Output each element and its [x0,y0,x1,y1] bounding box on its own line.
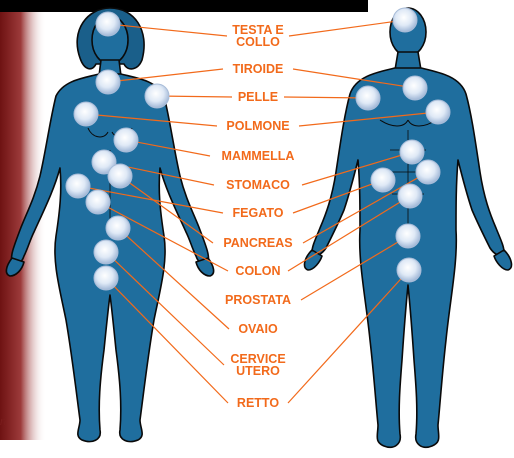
organ-spot-female-8 [66,174,90,198]
label-pelle: PELLE [238,90,278,104]
organ-spot-male-2 [403,76,427,100]
organ-spot-female-5 [114,128,138,152]
organ-spot-male-5 [400,140,424,164]
organ-spot-female-2 [96,70,120,94]
organ-spot-male-10 [397,258,421,282]
leader-testa-male [289,20,405,36]
label-mammella: MAMMELLA [222,149,295,163]
organ-spot-male-4 [426,100,450,124]
label-prostata: PROSTATA [225,293,291,307]
label-testa-line-2: COLLO [236,35,280,49]
label-fegato: FEGATO [233,206,284,220]
top-bar [0,0,368,12]
organ-spot-female-7 [108,164,132,188]
label-polmone: POLMONE [226,119,289,133]
organ-labels: TESTA ECOLLOTIROIDEPELLEPOLMONEMAMMELLAS… [222,23,295,410]
organ-spot-male-7 [416,160,440,184]
organ-spot-female-9 [86,190,110,214]
organ-spot-female-12 [94,266,118,290]
caption-fragment: n [0,416,6,428]
organ-spot-male-6 [371,168,395,192]
organ-spot-male-9 [396,224,420,248]
label-tiroide: TIROIDE [233,62,284,76]
organ-spot-female-10 [106,216,130,240]
label-ovaio: OVAIO [238,322,278,336]
organ-spot-female-3 [145,84,169,108]
label-retto: RETTO [237,396,279,410]
organ-spot-female-1 [96,12,120,36]
label-pancreas: PANCREAS [223,236,292,250]
organ-spot-male-3 [356,86,380,110]
organ-spot-female-4 [74,102,98,126]
label-colon: COLON [235,264,280,278]
organ-spot-male-8 [398,184,422,208]
label-stomaco: STOMACO [226,178,290,192]
organ-spot-female-11 [94,240,118,264]
organ-spot-male-1 [393,8,417,32]
label-cervice-line-2: UTERO [236,364,280,378]
